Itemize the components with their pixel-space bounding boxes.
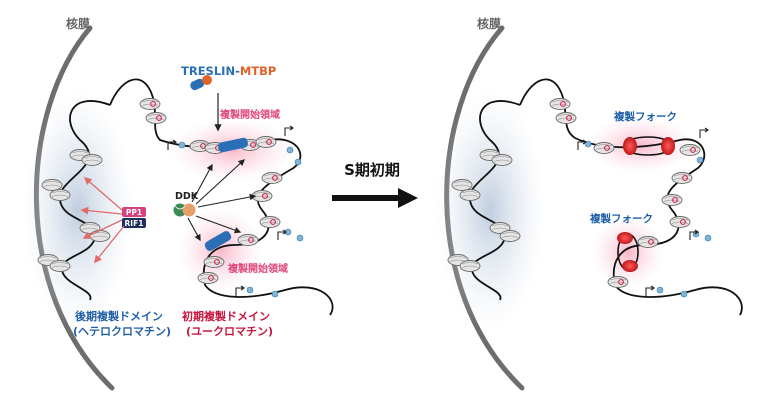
nucleosome	[237, 234, 259, 246]
late-domain-halo-right	[435, 90, 545, 330]
late-domain-halo	[23, 90, 133, 330]
rif1-label: RIF1	[125, 219, 144, 228]
early-domain-label: 初期複製ドメイン	[182, 309, 270, 323]
nucleosome	[671, 172, 693, 184]
origin-flag	[235, 285, 245, 297]
fork-marker	[661, 137, 675, 155]
fork-marker	[617, 232, 633, 244]
mcm-complex-top	[218, 137, 248, 153]
pp1-rif1-complex	[122, 207, 146, 228]
nucleosome	[255, 136, 277, 148]
transition-arrowhead	[398, 188, 418, 208]
nucleosome	[459, 260, 481, 272]
nucleosome	[145, 112, 167, 124]
origin-bead	[294, 158, 302, 166]
treslin-mtbp-icon	[190, 75, 212, 91]
ddk-arrow	[187, 217, 201, 242]
ddk-label: DDK	[175, 191, 199, 202]
left-panel: 核膜 TRESLIN-MTBP 複製開始領域 複製開始領域 DDK PP1 RI…	[23, 16, 334, 391]
origin-label-top: 複製開始領域	[219, 108, 280, 121]
origin-bead	[286, 146, 294, 154]
origin-bead	[656, 286, 664, 294]
nucleosome	[607, 276, 629, 288]
origin-bead	[271, 290, 279, 298]
nucleosome	[81, 154, 103, 166]
ddk-arrow	[191, 163, 213, 203]
fork-label-bottom: 複製フォーク	[589, 212, 653, 225]
fork-halo-bottom	[592, 216, 664, 288]
nucleosome	[197, 272, 219, 284]
nucleosome	[41, 179, 63, 191]
inhibition-arrow	[94, 225, 125, 264]
nucleosome	[491, 154, 513, 166]
ddk-arrow	[197, 193, 257, 208]
inhibition-arrow	[80, 206, 123, 215]
mcm-complex-bottom	[204, 231, 232, 251]
nucleosome	[89, 230, 111, 242]
fork-marker	[623, 137, 637, 155]
origin-bead	[178, 141, 186, 149]
nucleosome	[593, 142, 615, 154]
nucleosome	[555, 112, 577, 124]
nucleosome	[669, 216, 691, 228]
origin-flag	[699, 127, 709, 139]
nucleosome	[49, 260, 71, 272]
treslin-mtbp-label: TRESLIN-MTBP	[181, 64, 276, 78]
origin-label-bottom: 複製開始領域	[227, 262, 288, 275]
origin-halo-bottom	[178, 208, 262, 292]
late-domain-sublabel: (ヘテロクロマチン)	[73, 325, 171, 338]
origin-flag	[577, 139, 587, 151]
nucleosome	[549, 98, 571, 110]
ddk-arrow	[195, 159, 245, 205]
nucleosome	[139, 98, 161, 110]
fork-label-top: 複製フォーク	[613, 110, 677, 123]
nucleosome	[679, 144, 701, 156]
inhibition-arrow	[82, 219, 123, 239]
nucleosome	[499, 230, 521, 242]
fork-halo-top	[585, 117, 695, 173]
inhibition-arrow	[83, 176, 123, 211]
membrane-label-right: 核膜	[477, 16, 501, 31]
right-panel: 核膜 複製フォーク 複製フォーク	[435, 16, 743, 391]
origin-bead	[296, 234, 304, 242]
origin-bead	[704, 234, 712, 242]
nucleosome	[451, 179, 473, 191]
nucleosome	[661, 194, 683, 206]
early-domain-sublabel: (ユークロマチン)	[186, 325, 273, 338]
nucleosome	[203, 256, 225, 268]
origin-flag	[645, 285, 655, 297]
nucleosome	[49, 189, 71, 201]
ddk-arrow	[195, 215, 242, 234]
nucleosome	[459, 189, 481, 201]
nucleosome	[259, 216, 281, 228]
origin-bead	[680, 290, 688, 298]
nucleosome	[261, 172, 283, 184]
origin-bead	[246, 286, 254, 294]
origin-flag	[277, 229, 287, 241]
fork-marker	[622, 260, 638, 272]
membrane-label-left: 核膜	[66, 16, 90, 31]
transition-label: S期初期	[344, 161, 400, 179]
nucleosome	[637, 236, 659, 248]
late-domain-label: 後期複製ドメイン	[75, 309, 163, 323]
ddk-icon	[173, 203, 196, 217]
origin-bead	[696, 156, 704, 164]
transition: S期初期	[332, 161, 418, 208]
pp1-label: PP1	[126, 208, 142, 217]
